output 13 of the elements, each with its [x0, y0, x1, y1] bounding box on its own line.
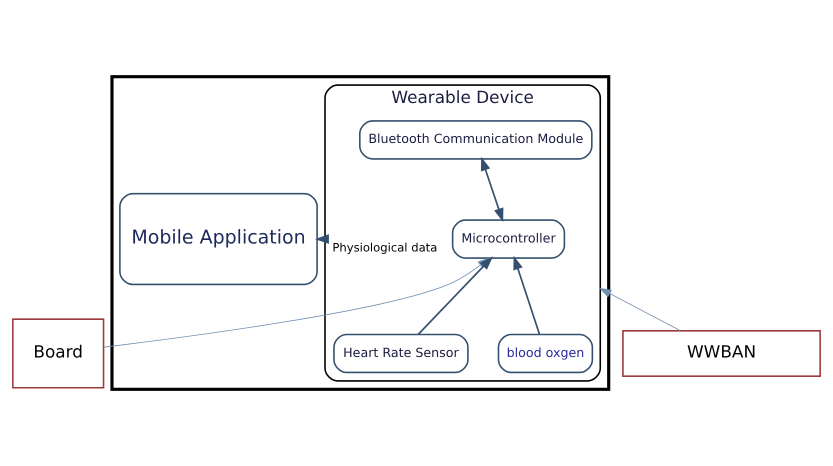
arrow — [480, 156, 504, 222]
node-box: Board — [12, 318, 104, 389]
cluster — [110, 75, 610, 391]
node-box: Bluetooth Communication Module — [359, 120, 593, 160]
arrow — [599, 288, 681, 332]
node-box: blood oxgen — [498, 334, 594, 374]
edge-label: Physiological data — [332, 240, 438, 255]
arrow — [314, 234, 329, 244]
arrow — [513, 256, 540, 335]
node-box: WWBAN — [622, 330, 821, 377]
node-box: Heart Rate Sensor — [333, 334, 469, 374]
node-box: Mobile Application — [119, 192, 318, 286]
node-box: Microcontroller — [452, 219, 566, 259]
